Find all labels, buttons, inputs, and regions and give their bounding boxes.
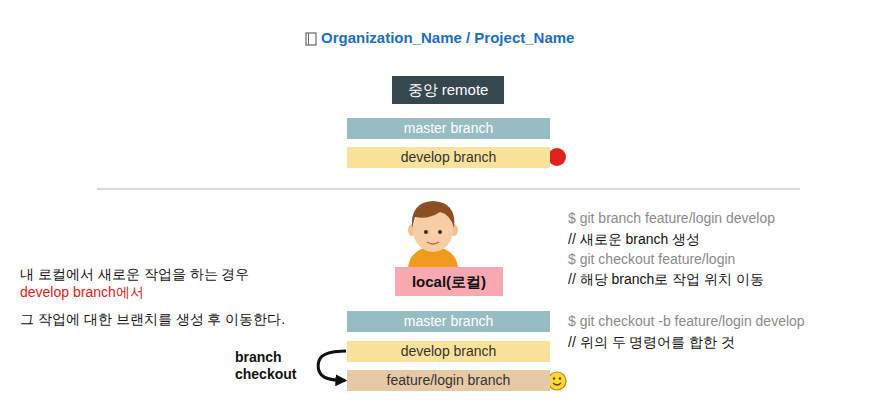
comment-text: // 새로운 branch 생성 xyxy=(568,231,886,248)
node-label: master branch xyxy=(404,313,493,329)
branch-band: develop branch xyxy=(347,147,550,168)
branch-band: develop branch xyxy=(347,341,550,362)
remote-box: 중앙 remote xyxy=(392,76,504,104)
node-label: 중앙 remote xyxy=(408,81,489,98)
note-text: 그 작업에 대한 브랜치를 생성 후 이동한다. xyxy=(20,311,338,328)
project-title: Organization_Name / Project_Name xyxy=(321,29,641,47)
checkout-arrow xyxy=(318,351,346,381)
comment-text: // 위의 두 명령어를 합한 것 xyxy=(568,334,886,351)
command-text: $ git checkout feature/login xyxy=(568,251,886,268)
comment-text: // 해당 branch로 작업 위치 이동 xyxy=(568,271,886,288)
branch-band: master branch xyxy=(347,311,550,332)
node-label: develop branch xyxy=(401,149,497,165)
person-figure xyxy=(408,201,458,268)
node-label: master branch xyxy=(404,120,493,136)
separator-line xyxy=(97,188,800,189)
note-text: develop branch에서 xyxy=(20,284,338,301)
node-label: feature/login branch xyxy=(387,372,511,388)
smiley-icon xyxy=(548,372,566,390)
book-icon xyxy=(306,33,316,45)
command-text: $ git branch feature/login develop xyxy=(568,210,886,227)
node-label: local(로컬) xyxy=(412,273,486,290)
local-box: local(로컬) xyxy=(395,267,503,296)
branch-band: master branch xyxy=(347,118,550,139)
edge-label: branch checkout xyxy=(235,349,307,383)
note-text: 내 로컬에서 새로운 작업을 하는 경우 xyxy=(20,266,338,283)
status-dot xyxy=(548,148,566,166)
node-label: develop branch xyxy=(401,343,497,359)
branch-band: feature/login branch xyxy=(347,370,550,391)
command-text: $ git checkout -b feature/login develop xyxy=(568,313,886,330)
